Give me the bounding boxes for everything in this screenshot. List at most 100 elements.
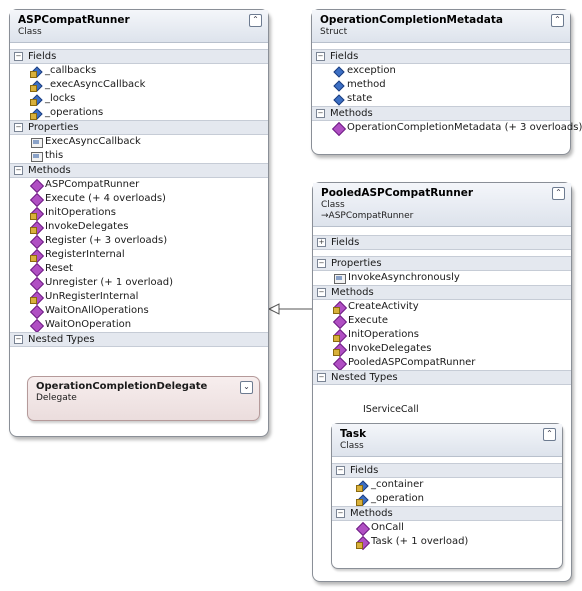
method-item[interactable]: Execute (+ 4 overloads) (10, 192, 268, 206)
private-method-icon (333, 330, 345, 342)
compartment-toggle-icon[interactable]: − (14, 123, 23, 132)
compartment-toggle-icon[interactable]: − (14, 52, 23, 61)
private-field-icon (356, 494, 368, 506)
compartment-toggle-icon[interactable]: − (316, 52, 325, 61)
field-item[interactable]: _operations (10, 106, 268, 120)
field-item[interactable]: state (312, 92, 570, 106)
compartment-methods[interactable]: −Methods (313, 285, 571, 300)
collapse-icon[interactable]: ⌃ (249, 14, 262, 27)
method-item[interactable]: WaitOnOperation (10, 318, 268, 332)
property-item[interactable]: ExecAsyncCallback (10, 135, 268, 149)
field-item[interactable]: exception (312, 64, 570, 78)
method-item[interactable]: InitOperations (10, 206, 268, 220)
method-item[interactable]: WaitOnAllOperations (10, 304, 268, 318)
private-field-icon (30, 66, 42, 78)
private-method-icon (30, 222, 42, 234)
method-item[interactable]: ASPCompatRunner (10, 178, 268, 192)
class-kind: Class (18, 27, 42, 37)
field-item[interactable]: _locks (10, 92, 268, 106)
compartment-nested-types[interactable]: −Nested Types (313, 370, 571, 385)
compartment-fields[interactable]: −Fields (10, 49, 268, 64)
private-method-icon (356, 537, 368, 549)
property-icon (30, 137, 43, 148)
property-icon (333, 273, 346, 284)
compartment-fields[interactable]: −Fields (312, 49, 570, 64)
compartment-methods[interactable]: −Methods (312, 106, 570, 121)
compartment-toggle-icon[interactable]: − (317, 288, 326, 297)
class-shape-aspcompatrunner[interactable]: ASPCompatRunner Class ⌃ −Fields _callbac… (9, 9, 269, 437)
private-field-icon (356, 480, 368, 492)
field-icon (332, 94, 344, 105)
delegate-shape-operationcompletiondelegate[interactable]: OperationCompletionDelegate Delegate ⌄ (27, 376, 260, 421)
struct-name: OperationCompletionMetadata (320, 14, 503, 26)
method-item[interactable]: OnCall (332, 521, 562, 535)
collapse-icon[interactable]: ⌃ (543, 428, 556, 441)
struct-header[interactable]: OperationCompletionMetadata Struct ⌃ (312, 10, 570, 43)
class-header[interactable]: PooledASPCompatRunner Class →ASPCompatRu… (313, 183, 571, 227)
method-item[interactable]: Execute (313, 314, 571, 328)
field-item[interactable]: _container (332, 478, 562, 492)
method-item[interactable]: OperationCompletionMetadata (+ 3 overloa… (312, 121, 582, 135)
class-name: Task (340, 428, 367, 440)
method-icon (30, 320, 42, 331)
struct-kind: Struct (320, 27, 348, 37)
compartment-toggle-icon[interactable]: − (14, 335, 23, 344)
compartment-toggle-icon[interactable]: − (336, 466, 345, 475)
method-icon (332, 123, 344, 134)
compartment-toggle-icon[interactable]: − (336, 509, 345, 518)
compartment-methods[interactable]: −Methods (332, 506, 562, 521)
class-header[interactable]: Task Class ⌃ (332, 424, 562, 457)
struct-shape-operationcompletionmetadata[interactable]: OperationCompletionMetadata Struct ⌃ −Fi… (311, 9, 582, 155)
compartment-toggle-icon[interactable]: − (14, 166, 23, 175)
property-item[interactable]: InvokeAsynchronously (313, 271, 571, 285)
compartment-toggle-icon[interactable]: + (317, 238, 326, 247)
compartment-properties[interactable]: −Properties (313, 256, 571, 271)
field-item[interactable]: _callbacks (10, 64, 268, 78)
compartment-toggle-icon[interactable]: − (317, 373, 326, 382)
collapse-icon[interactable]: ⌃ (552, 187, 565, 200)
compartment-methods[interactable]: −Methods (10, 163, 268, 178)
method-icon (30, 306, 42, 317)
class-shape-pooledaspcompatrunner[interactable]: PooledASPCompatRunner Class →ASPCompatRu… (312, 182, 572, 582)
field-icon (332, 66, 344, 77)
method-item[interactable]: Task (+ 1 overload) (332, 535, 562, 549)
class-header[interactable]: ASPCompatRunner Class ⌃ (10, 10, 268, 43)
property-item[interactable]: this (10, 149, 268, 163)
method-item[interactable]: RegisterInternal (10, 248, 268, 262)
method-item[interactable]: Register (+ 3 overloads) (10, 234, 268, 248)
private-method-icon (30, 250, 42, 262)
collapse-icon[interactable]: ⌃ (551, 14, 564, 27)
method-icon (333, 358, 345, 369)
class-shape-task[interactable]: Task Class ⌃ −Fields _container _operati… (331, 423, 563, 569)
compartment-fields[interactable]: −Fields (332, 463, 562, 478)
method-item[interactable]: Reset (10, 262, 268, 276)
private-method-icon (333, 302, 345, 314)
method-item[interactable]: InitOperations (313, 328, 571, 342)
private-method-icon (30, 208, 42, 220)
method-item[interactable]: CreateActivity (313, 300, 571, 314)
method-item[interactable]: PooledASPCompatRunner (313, 356, 571, 370)
field-item[interactable]: _execAsyncCallback (10, 78, 268, 92)
compartment-nested-types[interactable]: −Nested Types (10, 332, 268, 347)
field-item[interactable]: _operation (332, 492, 562, 506)
class-kind: Class (340, 441, 364, 451)
delegate-name: OperationCompletionDelegate (36, 381, 208, 392)
method-item[interactable]: InvokeDelegates (313, 342, 571, 356)
expand-icon[interactable]: ⌄ (240, 381, 253, 394)
compartment-properties[interactable]: −Properties (10, 120, 268, 135)
method-item[interactable]: Unregister (+ 1 overload) (10, 276, 268, 290)
method-icon (30, 278, 42, 289)
compartment-toggle-icon[interactable]: − (316, 109, 325, 118)
method-icon (30, 264, 42, 275)
private-field-icon (30, 94, 42, 106)
interface-label[interactable]: IServiceCall (363, 404, 419, 415)
compartment-toggle-icon[interactable]: − (317, 259, 326, 268)
method-item[interactable]: UnRegisterInternal (10, 290, 268, 304)
compartment-fields-collapsed[interactable]: +Fields (313, 235, 571, 250)
method-icon (30, 194, 42, 205)
method-icon (30, 236, 42, 247)
method-item[interactable]: InvokeDelegates (10, 220, 268, 234)
field-item[interactable]: method (312, 78, 570, 92)
class-name: ASPCompatRunner (18, 14, 130, 26)
private-field-icon (30, 80, 42, 92)
